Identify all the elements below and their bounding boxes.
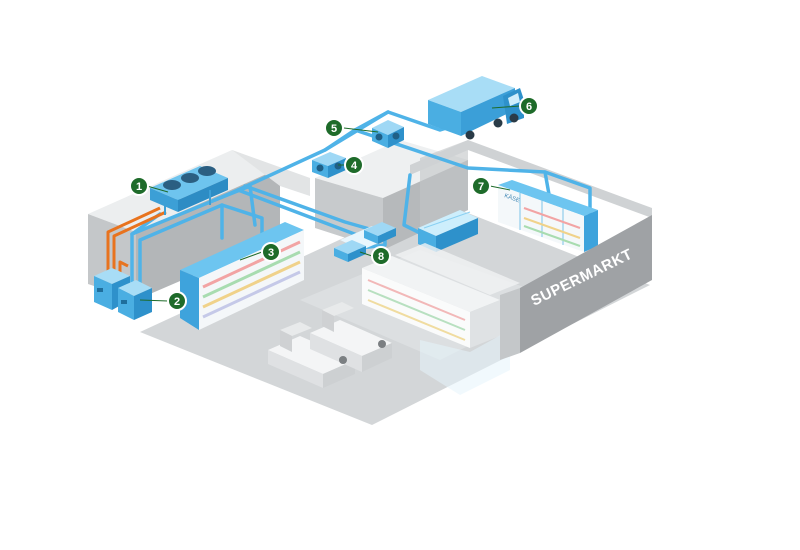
marker-5: 5: [324, 118, 344, 138]
leader-lines: [139, 105, 521, 302]
wheel-icon: [465, 130, 475, 140]
front-wall: SUPERMARKT: [500, 215, 652, 360]
marker-8-label: 8: [378, 251, 384, 263]
roof-evaporator-unit: [372, 120, 404, 148]
marker-1-label: 1: [136, 181, 142, 193]
refrigerant-pipes: [130, 103, 592, 288]
marker-2-label: 2: [174, 296, 180, 308]
wheel-icon: [493, 118, 503, 128]
wheel-icon: [509, 113, 519, 123]
marker-7: 7: [471, 176, 491, 196]
fan-icon: [392, 132, 400, 140]
marker-3: 3: [261, 242, 281, 262]
compressor-units: [94, 268, 152, 320]
fan-icon: [198, 166, 216, 176]
fan-icon: [163, 180, 181, 190]
cheese-display-cabinet: KÄSE: [498, 180, 598, 252]
fan-icon: [334, 162, 342, 170]
marker-5-label: 5: [331, 123, 337, 135]
aisle-shelves: [362, 243, 520, 395]
marker-3-label: 3: [268, 247, 274, 259]
fan-icon: [375, 133, 383, 141]
checkout-counters: [268, 302, 392, 388]
marker-1: 1: [129, 176, 149, 196]
marker-2: 2: [167, 291, 187, 311]
marker-6-label: 6: [526, 101, 532, 113]
marker-4-label: 4: [351, 160, 358, 172]
fan-icon: [316, 164, 324, 172]
marker-7-label: 7: [478, 181, 484, 193]
marker-8: 8: [371, 246, 391, 266]
roof-condenser: [150, 166, 228, 215]
ceiling-air-cooler: [334, 222, 396, 262]
cold-room-evaporator: [312, 152, 346, 178]
marker-6: 6: [519, 96, 539, 116]
shelf-products: [202, 240, 301, 319]
fan-icon: [181, 173, 199, 183]
marker-4: 4: [344, 155, 364, 175]
